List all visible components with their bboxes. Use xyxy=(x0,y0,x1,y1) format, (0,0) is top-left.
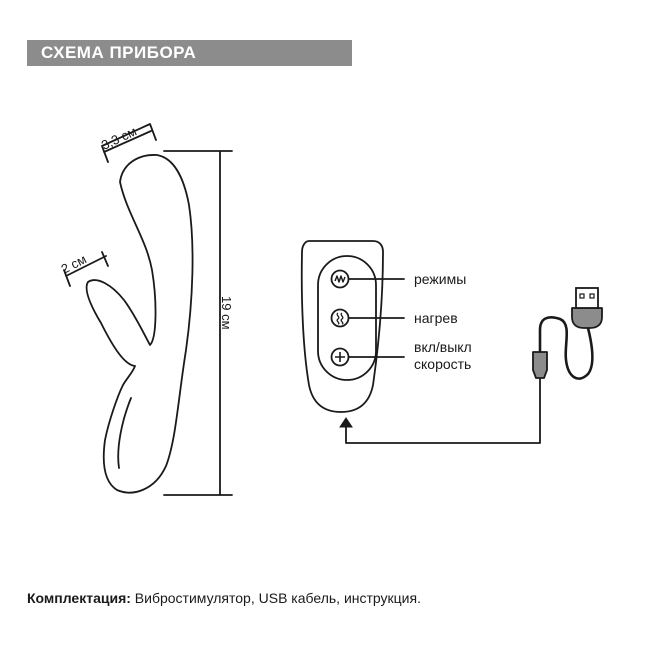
power-speed-button[interactable] xyxy=(330,347,350,367)
heat-button[interactable] xyxy=(330,308,350,328)
button-label-modes: режимы xyxy=(414,271,466,287)
usb-plug-housing-icon xyxy=(571,307,603,329)
button-label-speed: скорость xyxy=(414,356,471,372)
package-contents-text: Вибростимулятор, USB кабель, инструкция. xyxy=(130,590,421,606)
button-label-heat: нагрев xyxy=(414,310,458,326)
arrow-up-icon xyxy=(339,417,353,428)
dimension-line-width-main xyxy=(101,123,157,163)
heat-icon xyxy=(336,312,344,325)
usb-connector-icon xyxy=(575,287,599,309)
dimension-label-width-main: 3,3 см xyxy=(99,123,139,152)
dimension-line-width-clitoral xyxy=(63,251,109,287)
package-contents-label: Комплектация: xyxy=(27,590,131,606)
power-plus-icon xyxy=(335,352,345,362)
package-contents: Комплектация: Вибростимулятор, USB кабел… xyxy=(27,590,421,606)
charging-connection-line xyxy=(345,377,541,444)
usb-cable-wire xyxy=(538,316,594,380)
handle-inner-line xyxy=(117,397,132,469)
charger-plug-icon xyxy=(532,351,548,379)
usb-cable xyxy=(532,287,603,380)
dimension-label-length: 19 см xyxy=(219,296,234,330)
button-label-power: вкл/выкл xyxy=(414,339,472,355)
vibrator-outline xyxy=(85,154,194,494)
dimension-line-length xyxy=(163,150,233,496)
header-bar: СХЕМА ПРИБОРА xyxy=(27,40,352,66)
page-title: СХЕМА ПРИБОРА xyxy=(41,43,197,62)
mode-button[interactable] xyxy=(330,269,350,289)
mode-icon xyxy=(334,275,346,283)
control-panel-outline xyxy=(300,240,384,413)
